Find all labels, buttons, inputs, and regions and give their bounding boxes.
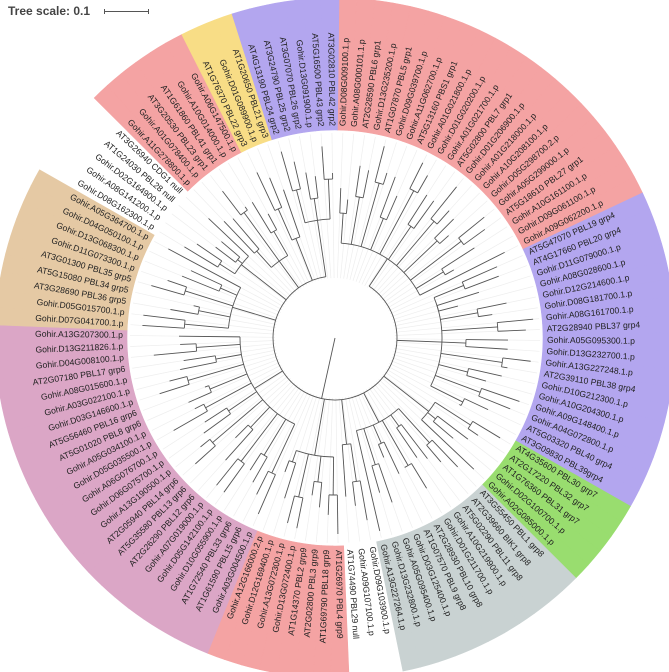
group-sector-grp4 (542, 314, 669, 336)
leaf-label: Gohir.A05G095300.1.p (547, 335, 635, 346)
group-sector-grp4 (541, 345, 669, 369)
tree-scale-legend: Tree scale: 0.1 (8, 4, 150, 18)
leaf-label: AT1G26970 PBL4 grp9 (334, 550, 345, 639)
group-sector-grp6 (0, 362, 131, 398)
group-sector-grp9 (312, 545, 333, 672)
tree-scale-label: Tree scale: 0.1 (8, 4, 91, 18)
group-sector-grp6 (0, 324, 128, 344)
group-sector-grp8 (376, 538, 421, 672)
leaf-label: Gohir.A13G207300.1.p (35, 329, 123, 340)
group-sector-grp5 (0, 306, 129, 331)
group-sector-grp6 (0, 340, 128, 362)
group-sector-grp9 (295, 544, 322, 672)
group-sector-grp9 (276, 542, 311, 672)
group-sector-grp1 (337, 0, 358, 131)
group-sector-grp4 (537, 260, 669, 303)
leaf-label: Gohir.D08G009100.1.p (337, 37, 350, 126)
leaf-label: Gohir.D13G211826.1.p (35, 341, 123, 355)
group-sector-grp2 (302, 0, 327, 132)
group-sector-grp4 (542, 332, 669, 352)
group-sector-grp5 (30, 169, 155, 246)
tree-scale-bar (104, 8, 150, 14)
leaf-label: AT1G69790 PBL18 grp9 (318, 549, 332, 643)
group-sector-grp2 (284, 0, 316, 133)
tree-branches (142, 146, 534, 534)
group-sector-grp5 (0, 288, 130, 320)
leaf-label: AT2G28940 PBL37 grp4 (547, 320, 641, 334)
group-sector-grp4 (539, 278, 669, 314)
group-sector-grp9 (330, 545, 350, 672)
group-sector-grp4 (540, 356, 669, 388)
leaf-label: AT3G02810 PBL42 grp2 (326, 32, 337, 126)
group-sector-grp2 (320, 0, 340, 131)
